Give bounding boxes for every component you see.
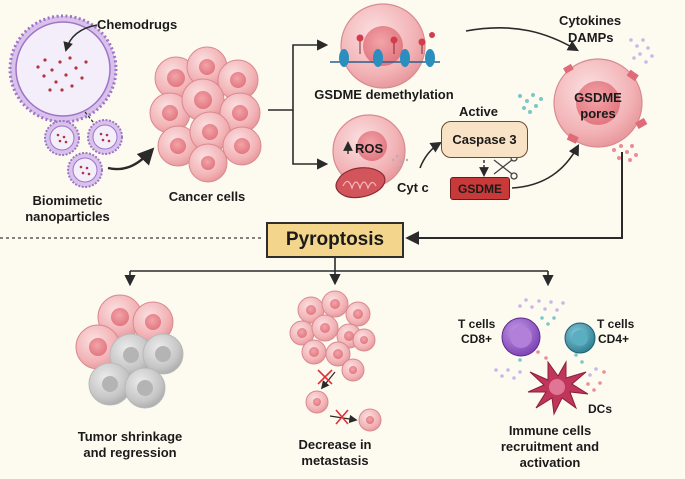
scissors-icon [493, 154, 518, 180]
dendritic-cell [527, 360, 589, 416]
immune-label-line2: recruitment and [500, 439, 600, 454]
chemodrugs-pointer-arrow [63, 24, 98, 52]
cytc-to-caspase-arrow [419, 141, 442, 169]
tumor-label-line2: and regression [83, 445, 177, 460]
gsdme-pores-label-line1: GSDME [574, 90, 622, 105]
tcells-cd8-label-line2: CD8+ [461, 332, 493, 346]
nanoparticles-to-cancer-arrow [107, 147, 155, 171]
gsdme-pores-cell [553, 58, 648, 148]
outcome-arrows [124, 258, 554, 287]
metastasis-label-line2: metastasis [301, 453, 369, 468]
damps-label: DAMPs [568, 30, 614, 45]
branch-arrows [268, 39, 329, 170]
caspase3-box: Caspase 3 [441, 121, 528, 158]
tcells-cd8-label-line1: T cells [458, 317, 496, 331]
immune-particles [494, 298, 606, 392]
immune-label-line1: Immune cells [508, 423, 592, 438]
gsdme-to-pores-arrow [511, 144, 580, 189]
metastasis-label-line1: Decrease in [298, 437, 372, 452]
gsdme-pores-label-line2: pores [580, 106, 616, 121]
immune-label-line3: activation [519, 455, 581, 470]
cd8-t-cell [501, 317, 541, 357]
biomimetic-label-line1: Biomimetic [32, 193, 103, 208]
released-particles [518, 38, 654, 162]
large-nanoparticle [8, 14, 118, 124]
tcells-cd4-label-line2: CD4+ [598, 332, 630, 346]
biomimetic-label-line2: nanoparticles [25, 209, 110, 224]
dcs-label: DCs [588, 402, 613, 416]
demethylation-to-pores-arrow [465, 27, 579, 52]
blocked-spread-arrows [317, 369, 358, 425]
tumor-label-line1: Tumor shrinkage [77, 429, 183, 444]
cytc-label: Cyt c [397, 180, 429, 195]
small-nanoparticles [44, 119, 123, 188]
chemodrugs-label: Chemodrugs [97, 17, 178, 32]
cancer-cells-label: Cancer cells [168, 189, 246, 204]
ros-cell [332, 114, 409, 199]
tumor-cell-cluster [75, 294, 184, 409]
demethylation-cell [330, 3, 440, 89]
metastasis-cluster [289, 290, 382, 432]
pores-to-pyroptosis-arrow [405, 152, 623, 245]
pyroptosis-box: Pyroptosis [266, 222, 404, 258]
gsdme-demethylation-label: GSDME demethylation [314, 87, 454, 102]
cancer-cell-cluster [149, 46, 262, 183]
cd4-t-cell [564, 322, 596, 354]
gsdme-box: GSDME [450, 177, 510, 200]
tcells-cd4-label-line1: T cells [597, 317, 635, 331]
ros-label: ROS [355, 141, 384, 156]
active-label: Active [459, 104, 499, 119]
cytokines-label: Cytokines [559, 13, 622, 28]
